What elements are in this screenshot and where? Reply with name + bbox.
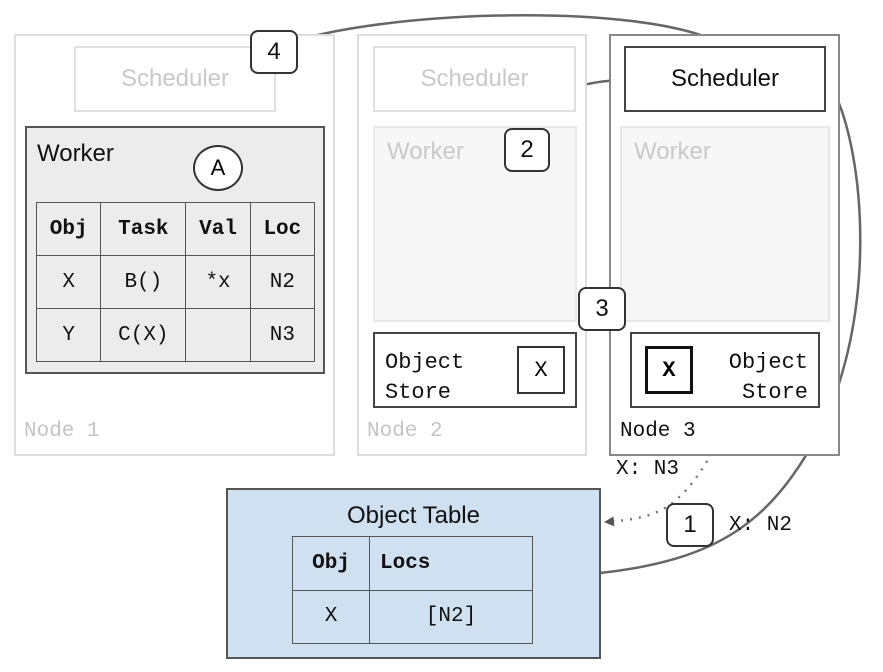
table-header-cell: Obj [35,202,102,256]
table-cell: Y [35,308,102,362]
node-1-worker-label: Worker [37,140,114,167]
table-header-cell: Locs [369,536,533,591]
node-3-object-x: X [645,346,693,394]
step-badge-3: 3 [578,287,626,331]
node-2-object-x: X [517,346,565,394]
annotation-x-n3: X: N3 [616,458,680,481]
node-1-label: Node 1 [24,420,100,443]
node-2-worker-label: Worker [387,138,464,165]
node-2-label: Node 2 [367,420,443,443]
object-table-grid: Obj Locs X [N2] [292,536,533,644]
table-header-row: Obj Task Val Loc [35,202,316,256]
table-header-cell: Loc [249,202,316,256]
table-header-cell: Val [185,202,251,256]
table-cell: N3 [249,308,316,362]
node-2-worker: Worker [373,126,577,322]
table-cell: N2 [249,255,316,309]
node-3-store-label: Object Store [728,350,808,405]
table-cell: [N2] [369,589,533,644]
table-header-cell: Task [100,202,187,256]
node-3-worker-label: Worker [634,138,711,165]
node-3-scheduler: Scheduler [624,46,826,112]
node-1-scheduler: Scheduler [74,46,276,112]
worker-marker-a: A [193,145,243,191]
step-badge-2: 2 [504,128,550,172]
table-header-cell: Obj [292,536,370,591]
annotation-x-n2: X: N2 [729,514,793,537]
worker-task-table: Obj Task Val Loc X B() *x N2 Y C(X) N3 [35,202,316,362]
table-header-row: Obj Locs [292,536,533,591]
node-3-worker: Worker [620,126,830,322]
table-cell: B() [100,255,187,309]
table-row: X B() *x N2 [35,255,316,309]
step-badge-1: 1 [666,503,714,547]
object-table-title: Object Table [347,502,480,529]
table-row: Y C(X) N3 [35,308,316,362]
table-cell: X [292,589,370,644]
table-cell: C(X) [100,308,187,362]
table-row: X [N2] [292,589,533,644]
table-cell: X [35,255,102,309]
step-badge-4: 4 [250,30,298,74]
node-3-label: Node 3 [620,420,696,443]
table-cell [185,308,251,362]
node-2-store-label: Object Store [385,350,465,405]
table-cell: *x [185,255,251,309]
node-2-scheduler: Scheduler [373,46,576,112]
node-3-object-store: Object Store [630,332,820,408]
